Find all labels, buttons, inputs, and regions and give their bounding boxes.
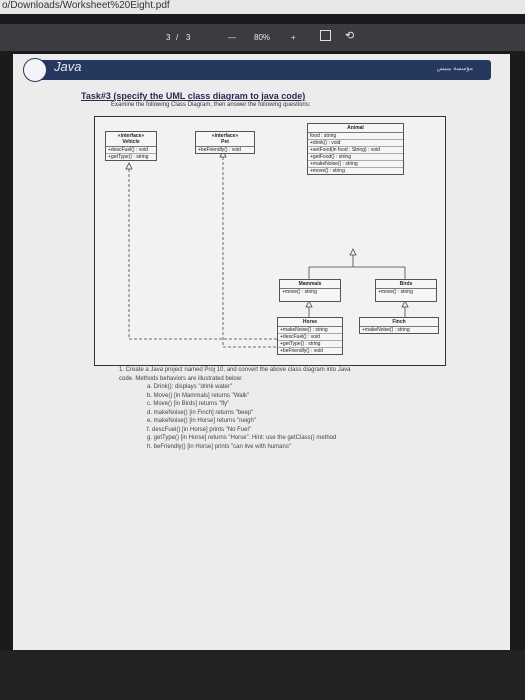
class-animal: Animal food : string +drink() : void +se… (307, 123, 404, 175)
animal-attr: food : string (308, 133, 403, 140)
class-finch: Finch +makeNoise() : string (359, 317, 439, 334)
birds-op: +move() : string (378, 289, 413, 295)
horse-op: +descFuel() : void (278, 334, 342, 341)
school-caption: مؤسسة بيبيس (436, 66, 473, 72)
list-item: c. Move() [in Birds] returns "fly" (147, 401, 230, 407)
vehicle-op: +descFuel() : void (106, 147, 156, 154)
list-item: a. Drink(): displays "drink water" (147, 384, 232, 390)
java-logo-icon (23, 58, 47, 82)
animal-op: +move() : string (310, 168, 345, 174)
horse-op: +makeNoise() : string (278, 327, 342, 334)
subject-title: Java (54, 59, 82, 74)
list-item: e. makeNoise() [in Horse] returns "neigh… (147, 418, 256, 424)
address-bar[interactable]: o/Downloads/Worksheet%20Eight.pdf (0, 0, 525, 14)
animal-op: +makeNoise() : string (308, 161, 403, 168)
pet-stereotype: «interface» (211, 133, 239, 139)
rotate-icon[interactable]: ⟲ (345, 30, 355, 42)
list-item: b. Move() [in Mammals] returns "Walk" (147, 392, 250, 399)
vehicle-op: +getType() : string (108, 154, 149, 160)
question-intro: 1. Create a Java project named Proj 10, … (119, 367, 351, 382)
list-item: d. makeNoise() [in Finch] returns "beep" (147, 409, 254, 416)
pdf-toolbar: 3 / 3 — 80% + ⟲ (0, 24, 525, 51)
vehicle-name: Vehicle (122, 139, 140, 145)
horse-name: Horse (278, 318, 342, 327)
birds-name: Birds (376, 280, 436, 289)
list-item: f. descFuel() [in Horse] prints "No Fuel… (147, 426, 251, 433)
animal-op: +setFood(in food : String) : void (308, 147, 403, 154)
window-bottom (0, 650, 525, 700)
class-pet: «interface»Pet +beFriendly() : void (195, 131, 255, 154)
horse-op: +beFriendly() : void (280, 348, 323, 354)
list-item: g. getType() [in Horse] returns "Horse".… (147, 435, 337, 441)
page-total: 3 (186, 33, 191, 42)
pet-name: Pet (221, 139, 229, 145)
finch-name: Finch (360, 318, 438, 327)
mammals-name: Mammals (280, 280, 340, 289)
fit-page-icon[interactable] (320, 30, 331, 41)
finch-op: +makeNoise() : string (362, 327, 410, 333)
mammals-op: +move() : string (282, 289, 317, 295)
class-vehicle: «interface»Vehicle +descFuel() : void +g… (105, 131, 157, 161)
vehicle-stereotype: «interface» (117, 133, 145, 139)
task-subtitle: Examine the following Class Diagram, the… (111, 102, 311, 108)
uml-diagram: «interface»Vehicle +descFuel() : void +g… (94, 116, 446, 366)
pdf-page: Java مؤسسة بيبيس Task#3 (specify the UML… (13, 54, 510, 650)
horse-op: +getType() : string (278, 341, 342, 348)
questions: 1. Create a Java project named Proj 10, … (119, 366, 359, 451)
zoom-level: 80% (254, 33, 271, 42)
animal-op: +getFood() : string (308, 154, 403, 161)
page-sep: / (176, 33, 179, 42)
pet-op: +beFriendly() : void (198, 147, 241, 153)
class-mammals: Mammals +move() : string (279, 279, 341, 302)
animal-name: Animal (308, 124, 403, 133)
class-birds: Birds +move() : string (375, 279, 437, 302)
zoom-out-button[interactable]: — (228, 33, 236, 42)
page-header-banner: Java مؤسسة بيبيس (23, 58, 491, 82)
zoom-in-button[interactable]: + (291, 33, 296, 42)
file-path: o/Downloads/Worksheet%20Eight.pdf (2, 0, 170, 11)
list-item: h. beFriendly() [in Horse] prints "can l… (147, 443, 291, 450)
uml-connectors (125, 150, 409, 348)
animal-op: +drink() : void (308, 140, 403, 147)
class-horse: Horse +makeNoise() : string +descFuel() … (277, 317, 343, 355)
page-current[interactable]: 3 (166, 33, 171, 42)
task-title: Task#3 (specify the UML class diagram to… (81, 91, 306, 101)
